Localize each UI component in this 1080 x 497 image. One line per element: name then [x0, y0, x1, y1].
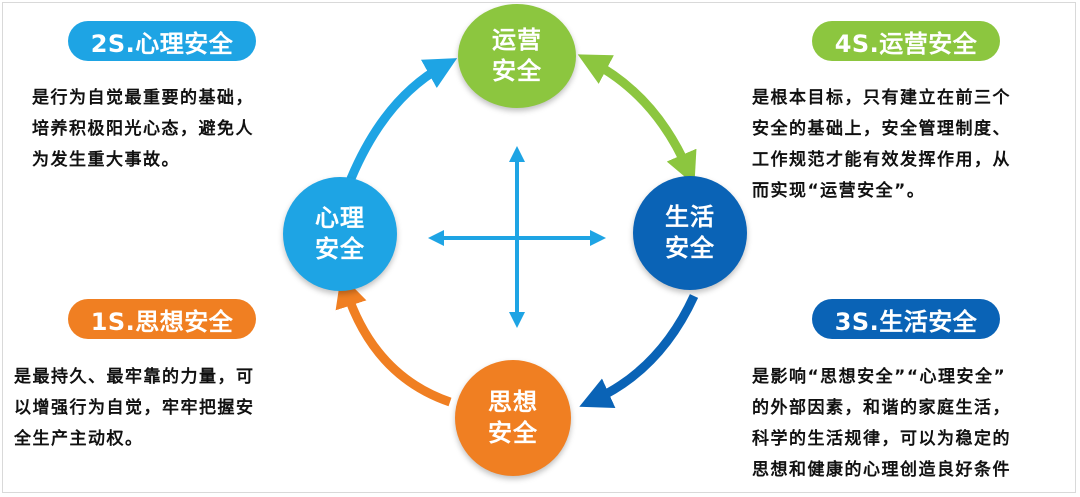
desc-line: 思想和健康的心理创造良好条件	[752, 460, 1011, 480]
desc-line: 工作规范才能有效发挥作用，从	[752, 150, 1011, 170]
section-title-2s: 2S.心理安全	[68, 21, 256, 61]
section-title-4s: 4S.运营安全	[812, 21, 1000, 61]
node-operation-safety: 运营安全	[458, 4, 576, 108]
desc-line: 是最持久、最牢靠的力量，可	[14, 367, 255, 387]
desc-line: 是根本目标，只有建立在前三个	[752, 88, 1011, 108]
arrow-left-to-top	[343, 58, 458, 188]
node-operation-safety-label: 运营安全	[492, 26, 542, 85]
node-thought-safety: 思想安全	[455, 360, 571, 476]
desc-line: 以增强行为自觉，牢牢把握安	[14, 398, 255, 418]
node-psychological-safety-label: 心理安全	[315, 204, 365, 263]
node-life-safety: 生活安全	[633, 176, 747, 290]
node-life-safety-label: 生活安全	[665, 203, 715, 262]
arrow-bottom-to-left	[335, 274, 452, 407]
desc-line: 为发生重大事故。	[32, 150, 180, 170]
desc-line: 而实现“运营安全”。	[752, 181, 926, 201]
section-desc-4s: 是根本目标，只有建立在前三个 安全的基础上，安全管理制度、 工作规范才能有效发挥…	[752, 83, 1072, 207]
desc-line: 是行为自觉最重要的基础，	[32, 88, 254, 108]
node-thought-safety-label: 思想安全	[488, 388, 538, 447]
arrow-right-to-bottom	[579, 294, 699, 409]
desc-line: 的外部因素，和谐的家庭生活，	[752, 398, 1011, 418]
desc-line: 全生产主动权。	[14, 429, 144, 449]
desc-line: 科学的生活规律，可以为稳定的	[752, 429, 1011, 449]
node-psychological-safety: 心理安全	[283, 177, 397, 291]
desc-line: 安全的基础上，安全管理制度、	[752, 119, 1011, 139]
section-title-3s: 3S.生活安全	[812, 299, 1000, 339]
desc-line: 是影响“思想安全”“心理安全”	[752, 367, 1007, 387]
section-desc-2s: 是行为自觉最重要的基础， 培养积极阳光心态，避免人 为发生重大事故。	[32, 83, 312, 176]
section-desc-1s: 是最持久、最牢靠的力量，可 以增强行为自觉，牢牢把握安 全生产主动权。	[14, 362, 324, 455]
arrow-top-right	[577, 54, 697, 185]
desc-line: 培养积极阳光心态，避免人	[32, 119, 254, 139]
section-desc-3s: 是影响“思想安全”“心理安全” 的外部因素，和谐的家庭生活， 科学的生活规律，可…	[752, 362, 1074, 486]
section-title-1s: 1S.思想安全	[68, 299, 256, 339]
